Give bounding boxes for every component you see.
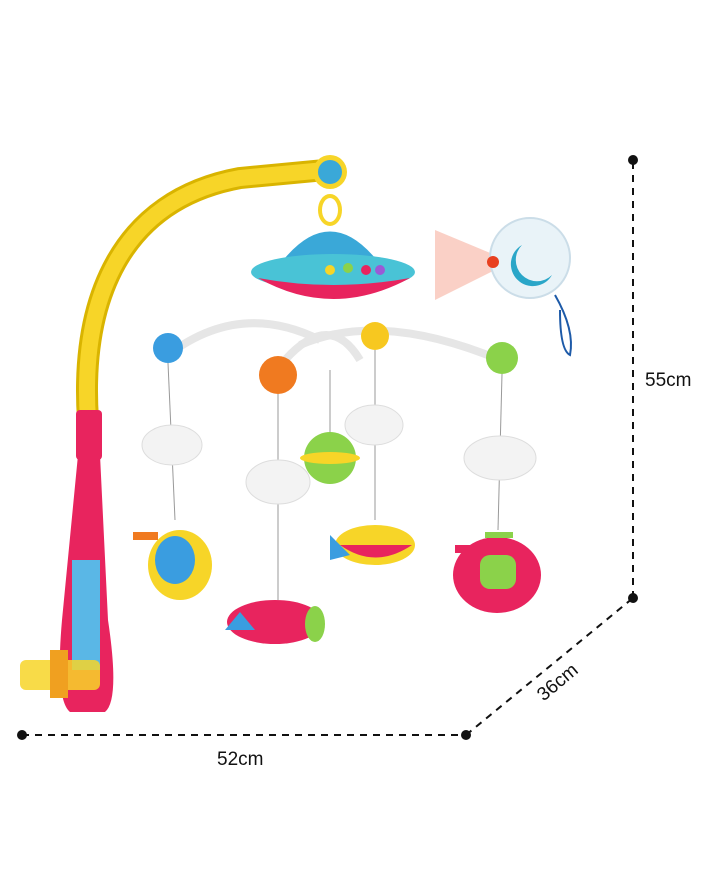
ornament-balls	[153, 322, 518, 484]
height-label: 55cm	[645, 370, 692, 391]
mobile-arm	[20, 159, 336, 712]
airplane-middle	[330, 525, 415, 565]
width-label: 52cm	[217, 749, 264, 770]
airplane-bottom	[225, 600, 325, 644]
helicopter-right	[453, 532, 541, 613]
dimension-dots	[17, 155, 638, 740]
mobile-rods	[165, 319, 502, 364]
remote-control	[435, 217, 572, 357]
helicopter-left	[133, 530, 212, 600]
clouds	[141, 404, 537, 505]
ufo-music-box	[251, 155, 415, 299]
dimension-lines	[22, 160, 634, 736]
